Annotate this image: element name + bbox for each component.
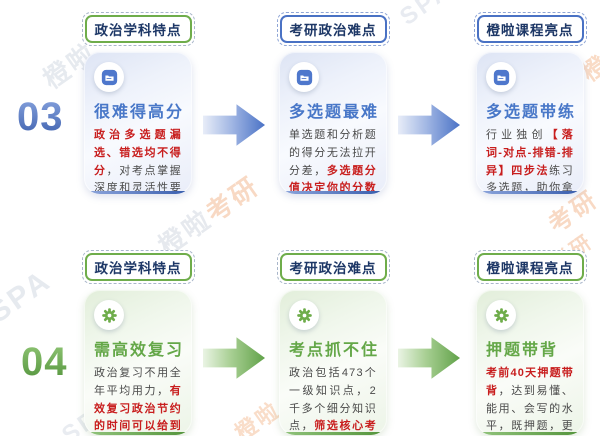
cell-exam-difficulty-1: 考研政治难点 多选题最难 单选题和分析题的得分无法拉开分差，多选题分值决定你的分…: [276, 12, 390, 194]
body-text-emphasis: 多选题分值决定你的分数有多高: [289, 164, 377, 194]
cell-subject-traits-1: 政治学科特点 很难得高分 政治多选题漏选、错选均不得分，对考点掌握深度和灵活性要…: [81, 12, 195, 194]
cell-subject-traits-2: 政治学科特点 需高效复习 政治复习不用全年平均用力，有效复习政治节约的时间可以给…: [81, 250, 195, 435]
section-header: 橙啦课程亮点: [473, 250, 587, 284]
body-text-emphasis: 考前40天押题带背: [486, 367, 574, 397]
body-text: 练习多选题，助你拿下多选30分: [486, 164, 575, 194]
info-card: 押题带背 考前40天押题带背，达到易懂、能用、会写的水平，既押题，更押答案: [476, 290, 584, 435]
section-header-label: 考研政治难点: [279, 15, 387, 43]
body-text-emphasis: 筛选核心考点，掌握出题方向更高效: [314, 420, 377, 433]
arrow-right-icon: [203, 104, 265, 146]
section-header-label: 橙啦课程亮点: [476, 253, 584, 281]
card-underline: [285, 431, 381, 435]
section-header-label: 橙啦课程亮点: [476, 15, 584, 43]
info-card: 考点抓不住 政治包括473个一级知识点，2千多个细分知识点，筛选核心考点，掌握出…: [279, 290, 387, 435]
card-body: 政治包括473个一级知识点，2千多个细分知识点，筛选核心考点，掌握出题方向更高效: [289, 365, 377, 435]
section-header-label: 考研政治难点: [279, 253, 387, 281]
cell-course-highlight-1: 橙啦课程亮点 多选题带练 行业独创【落词-对点-排错-排异】四步法练习多选题，助…: [473, 12, 587, 194]
body-text: ，达到易懂、能用、会写的水平，既押题，更押答案: [486, 384, 575, 433]
info-card: 多选题最难 单选题和分析题的得分无法拉开分差，多选题分值决定你的分数有多高: [279, 52, 387, 194]
cell-exam-difficulty-2: 考研政治难点 考点抓不住 政治包括473个一级知识点，2千多个细分知识点，筛选核…: [276, 250, 390, 435]
arrow-right-icon: [203, 337, 265, 379]
arrow-right-icon: [398, 104, 460, 146]
section-header: 政治学科特点: [81, 250, 195, 284]
folder-icon: [289, 62, 319, 92]
body-text: 单选题和分析题的得分无法拉开分差，: [289, 129, 377, 177]
body-text-emphasis: 政治多选题漏选、错选均不得分: [94, 129, 182, 177]
card-title: 很难得高分: [94, 104, 185, 121]
section-header: 橙啦课程亮点: [473, 12, 587, 46]
body-text: ，对考点掌握深度和灵活性要求极为严格: [94, 164, 183, 194]
card-underline: [482, 431, 578, 435]
info-card: 很难得高分 政治多选题漏选、错选均不得分，对考点掌握深度和灵活性要求极为严格: [84, 52, 192, 194]
folder-icon: [486, 62, 516, 92]
gear-icon: [94, 300, 124, 330]
card-underline: [285, 190, 381, 194]
card-underline: [90, 431, 186, 435]
section-header: 考研政治难点: [276, 12, 390, 46]
watermark-text: SPA: [395, 0, 457, 31]
body-text: 政治包括473个一级知识点，2千多个细分知识点，: [289, 367, 377, 433]
info-card: 需高效复习 政治复习不用全年平均用力，有效复习政治节约的时间可以给到其他科目: [84, 290, 192, 435]
card-title: 需高效复习: [94, 342, 185, 359]
card-body: 考前40天押题带背，达到易懂、能用、会写的水平，既押题，更押答案: [486, 365, 574, 435]
card-title: 考点抓不住: [289, 342, 380, 359]
card-body: 政治多选题漏选、错选均不得分，对考点掌握深度和灵活性要求极为严格: [94, 127, 182, 194]
row-number-04: 04: [21, 340, 68, 384]
card-title: 多选题带练: [486, 104, 577, 121]
card-body: 政治复习不用全年平均用力，有效复习政治节约的时间可以给到其他科目: [94, 365, 182, 435]
section-header-label: 政治学科特点: [84, 253, 192, 281]
body-text: 政治复习不用全年平均用力，: [94, 367, 182, 397]
card-underline: [482, 190, 578, 194]
section-header-label: 政治学科特点: [84, 15, 192, 43]
row-number-03: 03: [17, 95, 64, 139]
body-text-emphasis: 有效复习政治节约的时间可以给到其他科目: [94, 384, 182, 433]
card-underline: [90, 190, 186, 194]
section-header: 考研政治难点: [276, 250, 390, 284]
card-title: 押题带背: [486, 342, 559, 359]
arrow-right-icon: [398, 337, 460, 379]
body-text: 行业独创: [486, 129, 547, 141]
card-title: 多选题最难: [289, 104, 380, 121]
body-text-emphasis: 【落词-对点-排错-排异】四步法: [486, 129, 574, 177]
cell-course-highlight-2: 橙啦课程亮点 押题带背 考前40天押题带背，达到易懂、能用、会写的水平，既押题，…: [473, 250, 587, 435]
section-header: 政治学科特点: [81, 12, 195, 46]
info-card: 多选题带练 行业独创【落词-对点-排错-排异】四步法练习多选题，助你拿下多选30…: [476, 52, 584, 194]
gear-icon: [486, 300, 516, 330]
folder-icon: [94, 62, 124, 92]
watermark-text: SPA: [0, 263, 58, 330]
card-body: 行业独创【落词-对点-排错-排异】四步法练习多选题，助你拿下多选30分: [486, 127, 574, 194]
card-body: 单选题和分析题的得分无法拉开分差，多选题分值决定你的分数有多高: [289, 127, 377, 194]
gear-icon: [289, 300, 319, 330]
